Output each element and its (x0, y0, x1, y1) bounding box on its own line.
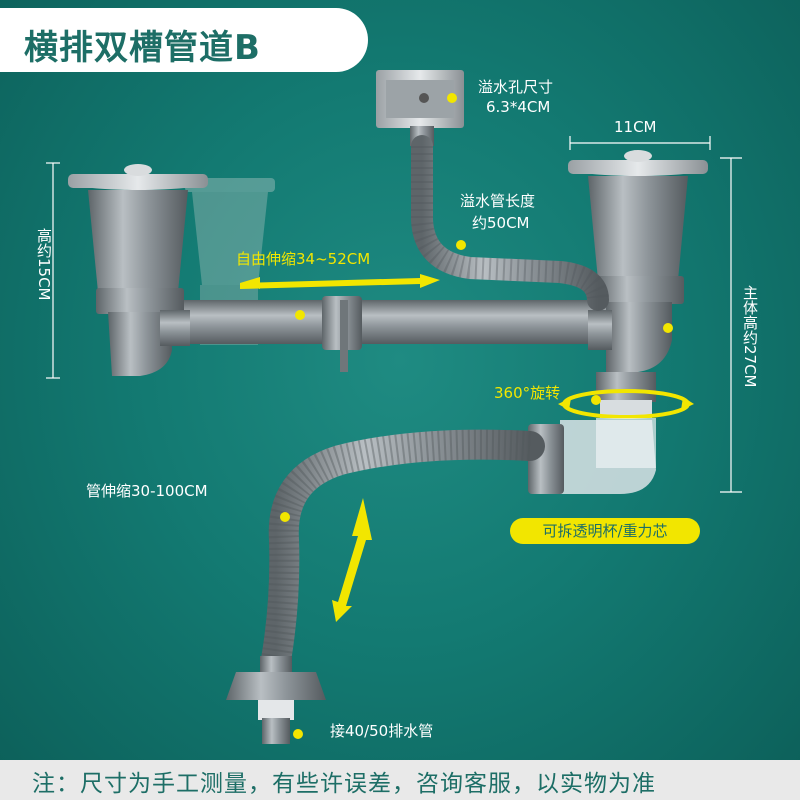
footer-note: 注：尺寸为手工测量，有些许误差，咨询客服，以实物为准 (32, 771, 656, 797)
overflow-hole-size-title: 溢水孔尺寸 (478, 78, 554, 96)
page-title: 横排双槽管道B (24, 28, 261, 68)
overflow-pipe-length-value: 约50CM (472, 214, 530, 232)
left-height-label: 高约15CM (35, 228, 53, 301)
overflow-hose (411, 135, 609, 311)
drain-hose (261, 429, 545, 675)
transparent-cup (528, 418, 656, 494)
vertical-stretch-arrow (332, 498, 372, 622)
telescopic-arrow (240, 274, 440, 289)
horizontal-pipe (150, 296, 610, 372)
rotation-joint (558, 372, 694, 419)
drain-connector (226, 656, 326, 744)
left-strainer (68, 164, 208, 376)
overflow-hole-size-value: 6.3*4CM (486, 98, 551, 116)
overflow-box (376, 70, 464, 146)
pipe-telescopic-label: 管伸缩30-100CM (86, 482, 208, 500)
indicator-dots (280, 93, 673, 739)
right-strainer (568, 150, 708, 372)
drain-connect-label: 接40/50排水管 (330, 722, 434, 740)
overflow-pipe-length-title: 溢水管长度 (460, 192, 536, 210)
title-banner: 横排双槽管道B (0, 8, 368, 72)
right-width-label: 11CM (614, 118, 657, 136)
dimension-lines (46, 136, 742, 493)
main-height-label: 主体高约27CM (741, 285, 759, 388)
rotation-label: 360°旋转 (494, 384, 561, 402)
transparent-cup-badge: 可拆透明杯/重力芯 (510, 518, 700, 544)
telescopic-label: 自由伸缩34~52CM (236, 250, 371, 268)
footer-bar: 注：尺寸为手工测量，有些许误差，咨询客服，以实物为准 (0, 760, 800, 800)
